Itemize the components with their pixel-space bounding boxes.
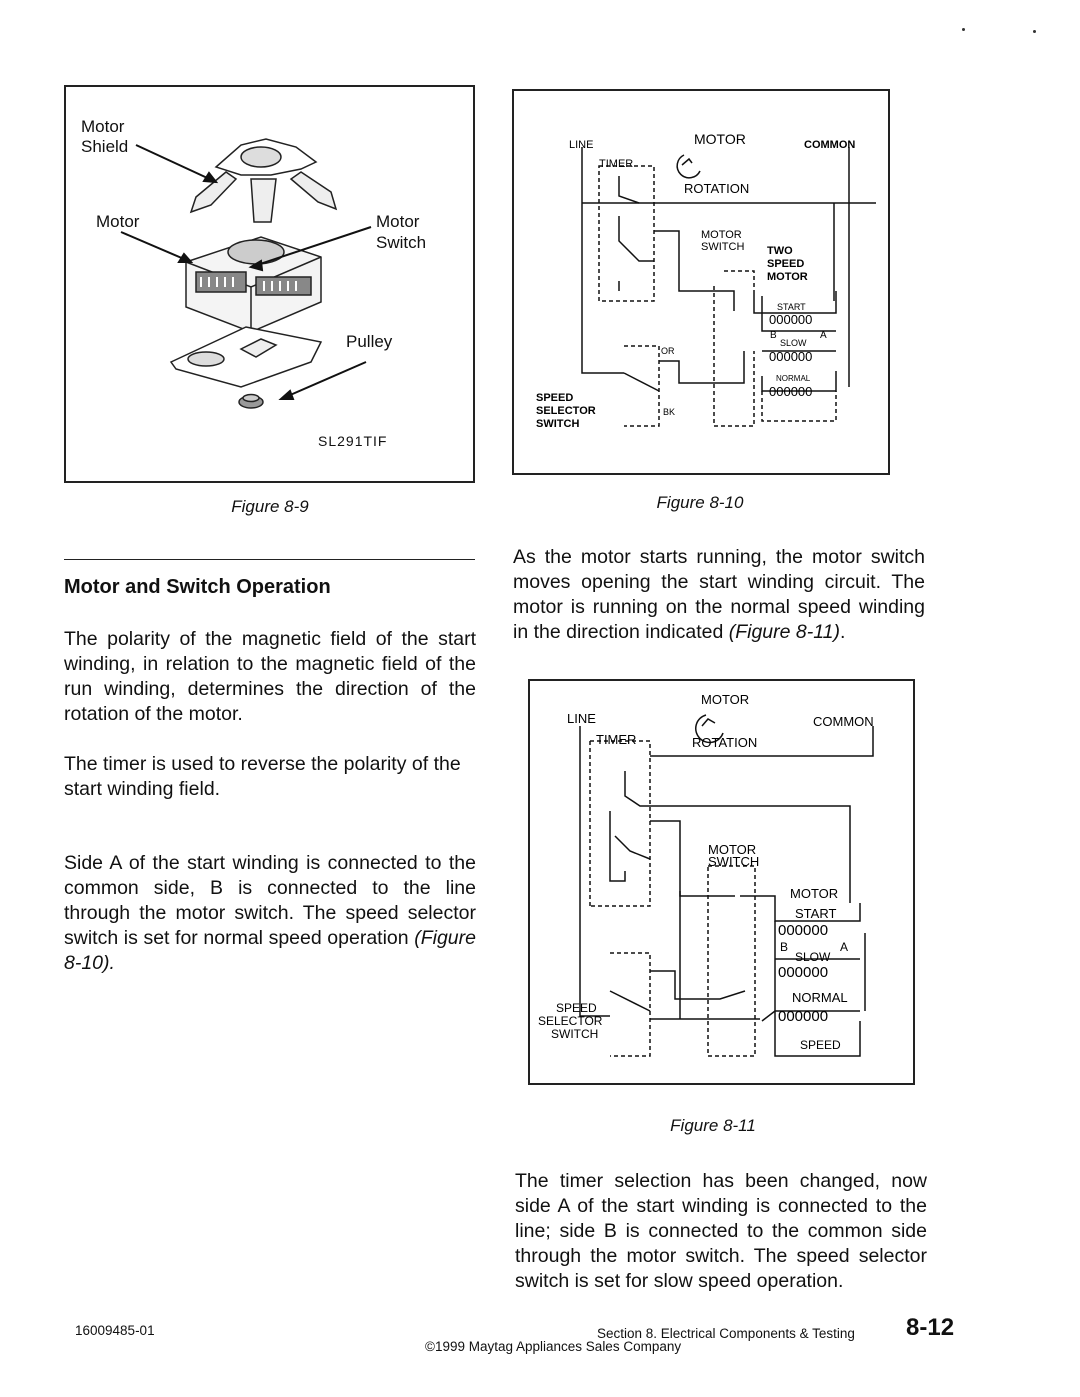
label-speed-selector-line3: SWITCH: [536, 418, 579, 430]
label-speed-selector-line1: SPEED: [556, 1001, 597, 1015]
figure-8-10-caption: Figure 8-10: [656, 493, 744, 512]
right-paragraph-2: The timer selection has been changed, no…: [515, 1170, 927, 1292]
label-speed-selector-line2: SELECTOR: [536, 405, 596, 417]
coil-start: 000000: [769, 312, 812, 327]
section-rule: [64, 559, 475, 560]
left-column-text: The polarity of the magnetic field of th…: [64, 627, 476, 1001]
figure-8-10-frame: LINE MOTOR COMMON TIMER ROTATION MOTOR S…: [512, 89, 890, 475]
label-start: START: [777, 302, 806, 312]
document-number: 16009485-01: [75, 1323, 155, 1338]
figure-8-11-reference: (Figure 8-11): [728, 621, 840, 643]
wiring-diagram-8-10: LINE MOTOR COMMON TIMER ROTATION MOTOR S…: [536, 131, 876, 430]
paragraph-motor-running: As the motor starts running, the motor s…: [513, 546, 925, 643]
label-slow: SLOW: [795, 950, 831, 964]
label-slow: SLOW: [780, 338, 807, 348]
paragraph-motor-running-end: .: [839, 621, 846, 643]
label-motor: MOTOR: [790, 886, 838, 901]
label-speed-selector-line1: SPEED: [536, 392, 573, 404]
paragraph-timer: The timer is used to reverse the polarit…: [64, 753, 461, 800]
label-motor-shield-line2: Shield: [81, 137, 128, 156]
label-bk: BK: [663, 407, 675, 417]
scan-dot: [962, 28, 965, 31]
coil-slow: 000000: [769, 349, 812, 364]
label-motor-switch-line1: Motor: [376, 212, 420, 231]
label-normal: NORMAL: [792, 990, 848, 1005]
label-line: LINE: [569, 139, 593, 151]
scan-dot: [1033, 30, 1036, 33]
figure-8-9-frame: Motor Shield Motor Motor Switch Pulley S…: [64, 85, 475, 483]
label-motor-switch-line2: SWITCH: [701, 241, 744, 253]
label-two-speed-line3: MOTOR: [767, 271, 808, 283]
label-motor-switch-line2: Switch: [376, 233, 426, 252]
coil-normal: 000000: [778, 1008, 828, 1025]
label-common: COMMON: [804, 139, 855, 151]
label-rotation: ROTATION: [684, 181, 749, 196]
marker-a: A: [820, 330, 827, 341]
figure-8-9-caption: Figure 8-9: [231, 497, 309, 516]
label-motor-switch-line1: MOTOR: [701, 229, 742, 241]
label-motor: Motor: [96, 212, 140, 231]
marker-b: B: [780, 940, 788, 954]
paragraph-side-a-text: Side A of the start winding is connected…: [64, 852, 476, 949]
label-speed-selector-line2: SELECTOR: [538, 1014, 603, 1028]
label-motor-shield-line1: Motor: [81, 117, 125, 136]
right-paragraph-1: As the motor starts running, the motor s…: [513, 545, 925, 645]
figure-8-10-reference: (Figure 8-10).: [64, 927, 476, 974]
label-speed-selector-line3: SWITCH: [551, 1027, 598, 1041]
motor-assembly-illustration: Motor Shield Motor Motor Switch Pulley S…: [81, 117, 426, 449]
label-timer: TIMER: [599, 158, 633, 170]
label-timer: TIMER: [596, 732, 636, 747]
coil-start: 000000: [778, 922, 828, 939]
label-pulley: Pulley: [346, 332, 393, 351]
paragraph-side-a: Side A of the start winding is connected…: [64, 851, 476, 976]
figure-code: SL291TIF: [318, 433, 387, 449]
label-line: LINE: [567, 711, 596, 726]
paragraph-polarity: The polarity of the magnetic field of th…: [64, 628, 476, 725]
label-motor-top: MOTOR: [701, 692, 749, 707]
coil-normal: 000000: [769, 384, 812, 399]
figure-8-11-frame: MOTOR LINE COMMON TIMER ROTATION MOTOR S…: [528, 679, 915, 1085]
coil-slow: 000000: [778, 964, 828, 981]
label-common: COMMON: [813, 714, 874, 729]
label-two-speed-line2: SPEED: [767, 258, 804, 270]
label-motor-switch-line1: MOTOR: [708, 842, 756, 857]
marker-a: A: [840, 940, 848, 954]
label-motor: MOTOR: [694, 131, 746, 147]
wiring-diagram-8-11: MOTOR LINE COMMON TIMER ROTATION MOTOR S…: [538, 692, 874, 1057]
label-or: OR: [661, 346, 675, 356]
page-number: 8-12: [906, 1314, 955, 1341]
label-motor-switch-line2: SWITCH: [708, 854, 759, 869]
label-speed: SPEED: [800, 1038, 841, 1052]
marker-b: B: [770, 330, 777, 341]
footer-section: Section 8. Electrical Components & Testi…: [597, 1326, 855, 1341]
label-two-speed-line1: TWO: [767, 245, 793, 257]
label-start: START: [795, 906, 836, 921]
label-normal: NORMAL: [776, 374, 811, 383]
label-rotation: ROTATION: [692, 735, 757, 750]
figure-8-11-caption: Figure 8-11: [670, 1116, 756, 1135]
footer-copyright: ©1999 Maytag Appliances Sales Company: [425, 1339, 682, 1354]
section-heading: Motor and Switch Operation: [64, 576, 331, 598]
